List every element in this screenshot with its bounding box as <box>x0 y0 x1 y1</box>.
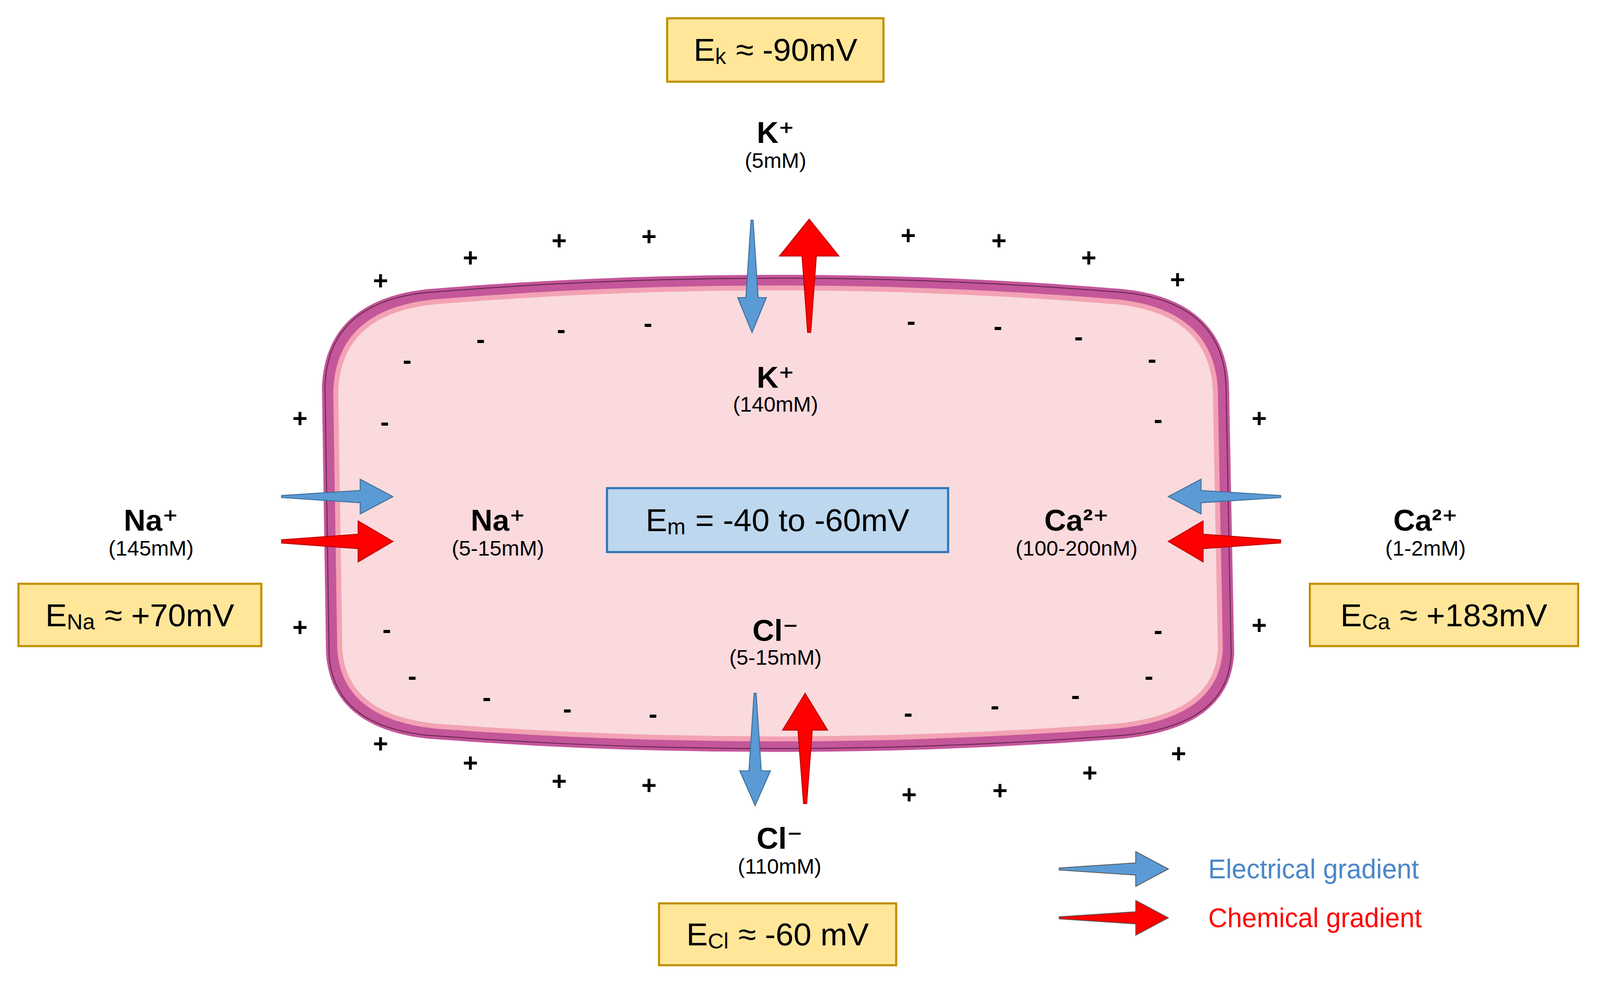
gradient-arrow <box>782 693 828 804</box>
potential-symbol: E <box>45 596 67 634</box>
charge-sign: - <box>382 615 392 644</box>
potential-symbol: E <box>686 916 708 954</box>
potential-subscript: m <box>667 514 686 540</box>
charge-sign: - <box>476 325 486 355</box>
legend-entry: Electrical gradient <box>1058 849 1420 890</box>
potential-value: ≈ +70mV <box>104 596 234 634</box>
charge-sign: - <box>993 311 1003 341</box>
charge-sign: - <box>1071 681 1081 711</box>
legend-arrow <box>1059 901 1169 936</box>
charge-sign: - <box>1074 322 1084 351</box>
charge-sign: - <box>643 309 653 338</box>
charge-sign: + <box>462 243 478 273</box>
gradient-arrow <box>281 479 394 515</box>
potential-subscript: k <box>714 44 726 70</box>
charge-sign: - <box>903 698 913 728</box>
charge-sign: + <box>462 748 478 778</box>
equilibrium-potential-box: Ek ≈ -90mV <box>666 17 885 83</box>
gradient-arrow <box>737 220 767 333</box>
concentration: (5-15mM) <box>729 646 823 670</box>
charge-sign: + <box>901 780 917 810</box>
gradient-arrow <box>1168 479 1281 515</box>
charge-sign: + <box>641 771 657 801</box>
charge-sign: + <box>1169 265 1186 294</box>
charge-sign: + <box>1081 243 1097 273</box>
gradient-arrow <box>281 521 394 562</box>
charge-sign: - <box>648 699 658 729</box>
legend-entry: Chemical gradient <box>1058 898 1423 939</box>
charge-sign: - <box>482 683 492 713</box>
charge-sign: + <box>551 767 567 797</box>
equilibrium-potential-box: ECa ≈ +183mV <box>1308 582 1580 648</box>
charge-sign: - <box>402 345 412 375</box>
potential-subscript: Ca <box>1361 609 1390 635</box>
charge-sign: + <box>551 226 567 256</box>
ion-name: Cl⁻ <box>756 822 803 856</box>
charge-sign: - <box>380 408 389 437</box>
concentration: (5mM) <box>744 149 806 174</box>
charge-sign: + <box>900 221 916 251</box>
ion-name: Na⁺ <box>123 503 179 538</box>
legend-arrow <box>1059 852 1169 888</box>
charge-sign: - <box>563 694 572 724</box>
legend-text: Electrical gradient <box>1207 853 1419 885</box>
gradient-arrow <box>1168 521 1281 562</box>
membrane-potential-box: Em = -40 to -60mV <box>606 487 949 554</box>
potential-symbol: E <box>645 501 668 539</box>
charge-sign: + <box>372 729 388 759</box>
charge-sign: - <box>990 691 1000 721</box>
charge-sign: + <box>1251 404 1267 433</box>
charge-sign: - <box>556 315 566 344</box>
charge-sign: + <box>292 613 308 642</box>
equilibrium-potential-box: ENa ≈ +70mV <box>17 582 263 648</box>
charge-sign: - <box>1153 405 1163 434</box>
potential-subscript: Na <box>67 609 96 635</box>
ion-name: Ca²⁺ <box>1393 503 1458 538</box>
potential-value: ≈ -90mV <box>735 31 858 69</box>
charge-sign: + <box>372 266 388 295</box>
gradient-arrow <box>739 693 771 806</box>
charge-sign: - <box>407 662 417 692</box>
concentration: (140mM) <box>732 393 818 418</box>
charge-sign: + <box>991 226 1007 256</box>
gradient-arrow <box>779 219 839 333</box>
gradient-arrows <box>281 219 1281 806</box>
charge-sign: + <box>292 404 308 433</box>
potential-value: ≈ +183mV <box>1399 596 1548 634</box>
cell-membrane-outer <box>328 281 1228 746</box>
charge-sign: - <box>1153 616 1163 645</box>
charge-sign: + <box>641 222 657 252</box>
concentration: (100-200nM) <box>1015 537 1138 561</box>
legend-text: Chemical gradient <box>1207 903 1422 934</box>
equilibrium-potential-box: ECl ≈ -60 mV <box>658 902 897 968</box>
charge-sign: - <box>906 307 916 336</box>
concentration: (1-2mM) <box>1385 537 1466 561</box>
concentration: (110mM) <box>737 855 822 879</box>
charge-sign: - <box>1144 662 1154 692</box>
ion-name: Na⁺ <box>470 503 526 538</box>
charge-sign: + <box>1082 759 1098 788</box>
legend-swatch <box>1058 849 1171 890</box>
charge-sign: + <box>1251 610 1267 640</box>
ion-name: Cl⁻ <box>752 614 799 648</box>
charge-sign: - <box>1147 344 1157 374</box>
ion-name: K⁺ <box>756 360 795 395</box>
cell-membrane-inner <box>335 288 1221 740</box>
concentration: (145mM) <box>108 537 194 561</box>
potential-value: ≈ -60 mV <box>738 916 869 954</box>
concentration: (5-15mM) <box>451 537 545 561</box>
potential-symbol: E <box>1340 596 1362 634</box>
charge-sign: + <box>992 776 1008 805</box>
potential-symbol: E <box>693 31 715 69</box>
potential-subscript: Cl <box>707 929 729 955</box>
potential-value: = -40 to -60mV <box>695 501 910 539</box>
ion-name: K⁺ <box>756 115 795 150</box>
legend-swatch <box>1058 898 1171 939</box>
cell-membrane-edge <box>324 278 1232 749</box>
ion-name: Ca²⁺ <box>1044 503 1109 538</box>
charge-sign: + <box>1171 739 1187 769</box>
